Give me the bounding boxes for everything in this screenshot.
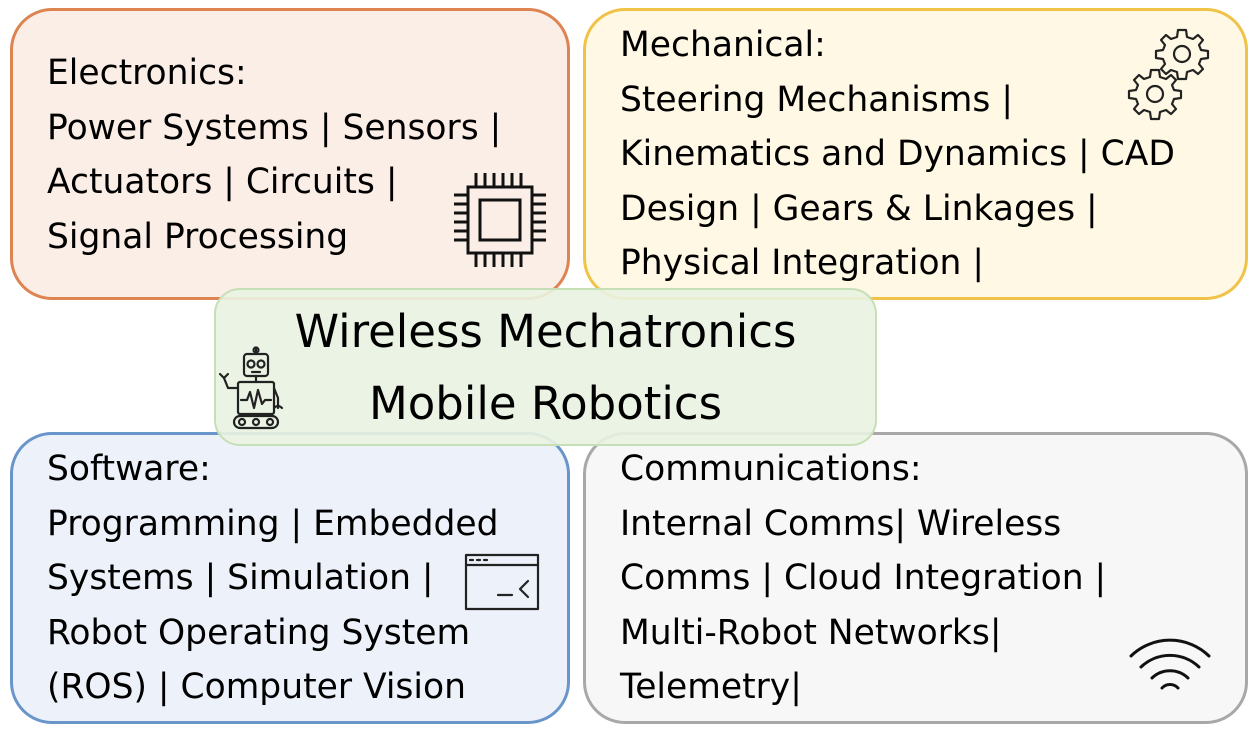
- communications-line: Internal Comms| Wireless: [620, 503, 1062, 544]
- electronics-heading: Electronics:: [47, 53, 247, 93]
- wifi-icon: [1129, 638, 1211, 690]
- communications-box: [583, 432, 1248, 724]
- electronics-text: Electronics: Power Systems | Sensors | A…: [47, 46, 501, 264]
- software-line: (ROS) | Computer Vision: [47, 667, 466, 707]
- mechanical-heading: Mechanical:: [620, 25, 826, 65]
- mechanical-line: Physical Integration |: [620, 243, 985, 283]
- mechanical-line: Kinematics and Dynamics | CAD: [620, 134, 1175, 174]
- software-line: Programming | Embedded: [47, 503, 499, 544]
- software-heading: Software:: [47, 449, 211, 489]
- communications-line: Comms | Cloud Integration |: [620, 558, 1107, 598]
- mechanical-line: Steering Mechanisms |: [620, 79, 1013, 120]
- electronics-line: Power Systems | Sensors |: [47, 107, 502, 148]
- communications-line: Telemetry|: [620, 667, 802, 707]
- communications-line: Multi-Robot Networks|: [620, 612, 1002, 653]
- chip-icon: [454, 173, 546, 267]
- mechanical-box: [583, 8, 1248, 300]
- electronics-box: [10, 8, 570, 300]
- terminal-window-icon: [464, 553, 540, 611]
- electronics-line: Signal Processing: [47, 216, 349, 257]
- software-text: Software: Programming | Embedded Systems…: [47, 442, 499, 715]
- software-line: Robot Operating System: [47, 612, 471, 653]
- center-title: Wireless Mechatronics Mobile Robotics: [214, 296, 877, 440]
- software-box: [10, 432, 570, 724]
- center-title-line: Wireless Mechatronics: [294, 305, 797, 358]
- gears-icon: [1127, 28, 1210, 121]
- robot-icon: [218, 346, 284, 430]
- center-title-line: Mobile Robotics: [368, 377, 723, 430]
- center-title-box: [214, 288, 877, 446]
- mechanical-line: Design | Gears & Linkages |: [620, 188, 1098, 229]
- electronics-line: Actuators | Circuits |: [47, 162, 398, 202]
- communications-text: Communications: Internal Comms| Wireless…: [620, 442, 1106, 715]
- communications-heading: Communications:: [620, 449, 922, 489]
- software-line: Systems | Simulation |: [47, 558, 434, 598]
- mechanical-text: Mechanical: Steering Mechanisms | Kinema…: [620, 18, 1175, 291]
